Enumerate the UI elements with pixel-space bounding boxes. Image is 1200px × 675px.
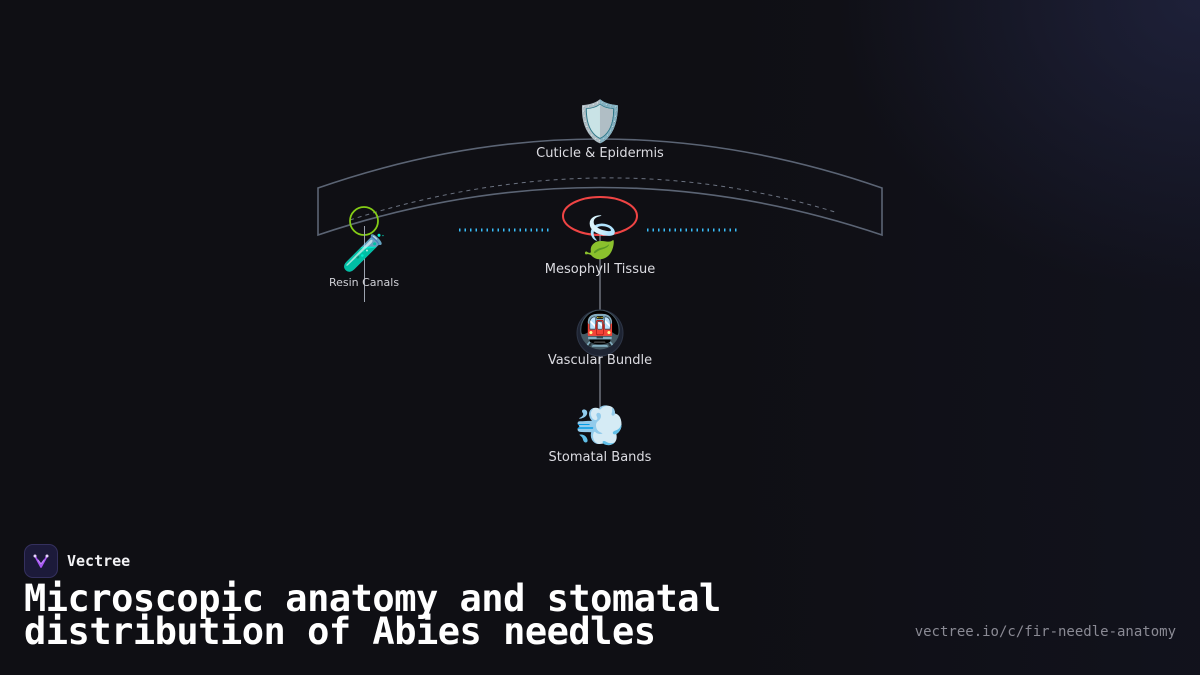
shield-icon: 🛡️: [575, 99, 625, 145]
cuticle-label: Cuticle & Epidermis: [536, 146, 664, 161]
vectree-logo-icon: [24, 544, 58, 578]
node-resin-canals: 🧪 Resin Canals: [328, 233, 400, 290]
node-vascular-bundle: 🚇 Vascular Bundle: [547, 310, 653, 369]
needle-band: [317, 138, 883, 237]
node-stomatal-bands: 💨 Stomatal Bands: [549, 406, 652, 465]
wind-icon: 💨: [575, 403, 625, 449]
brand: Vectree: [24, 544, 130, 578]
inner-dashed-arc: [349, 177, 836, 221]
page-title: Microscopic anatomy and stomatal distrib…: [24, 577, 721, 653]
node-cuticle: 🛡️ Cuticle & Epidermis: [536, 102, 664, 161]
brand-name: Vectree: [67, 552, 131, 570]
node-mesophyll: 🍃 Mesophyll Tissue: [545, 218, 655, 277]
metro-train-icon: 🚇: [577, 310, 623, 351]
mesophyll-label: Mesophyll Tissue: [544, 262, 656, 277]
vascular-label: Vascular Bundle: [547, 353, 653, 368]
leaf-icon: 🍃: [575, 215, 625, 261]
resin-label: Resin Canals: [328, 276, 400, 289]
test-tube-icon: 🧪: [341, 233, 387, 274]
source-url[interactable]: vectree.io/c/fir-needle-anatomy: [914, 624, 1176, 640]
vascular-bundle-circle: [576, 309, 624, 357]
stomatal-label: Stomatal Bands: [548, 450, 652, 465]
